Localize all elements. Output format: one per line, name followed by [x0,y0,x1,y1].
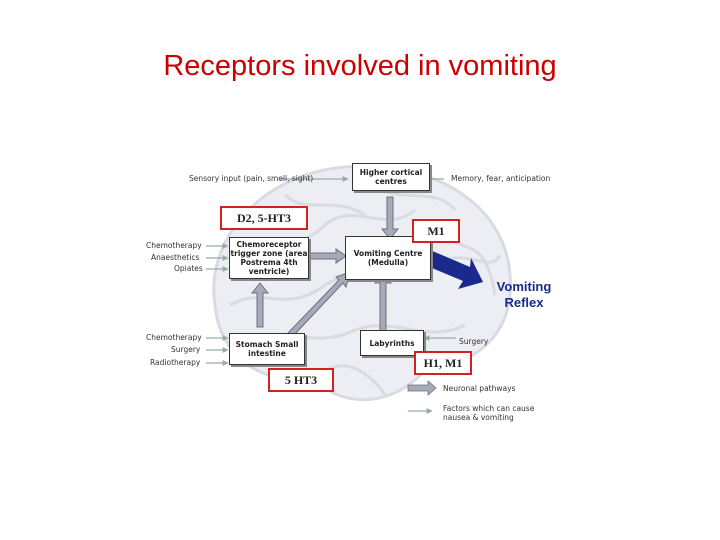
higher-cortical-centres-box: Higher cortical centres [352,163,430,191]
input-opiates: Opiates [174,264,203,273]
receptor-vomiting-centre: M1 [412,219,460,243]
stomach-box: Stomach Small intestine [229,333,305,365]
page-title: Receptors involved in vomiting [0,50,720,83]
receptor-labyrinths: H1, M1 [414,351,472,375]
receptor-ctz: D2, 5-HT3 [220,206,308,230]
receptor-stomach: 5 HT3 [268,368,334,392]
input-anaesthetics: Anaesthetics [151,253,199,262]
vomiting-reflex-label: Vomiting Reflex [484,279,564,311]
chemoreceptor-trigger-zone-box: Chemoreceptor trigger zone (area Postrem… [229,237,309,279]
legend-factors: Factors which can cause nausea & vomitin… [443,404,553,422]
input-surgery-1: Surgery [171,345,200,354]
input-surgery-2: Surgery [459,337,488,346]
input-radiotherapy: Radiotherapy [150,358,200,367]
input-sensory: Sensory input (pain, smell, sight) [189,174,313,183]
input-chemotherapy-2: Chemotherapy [146,333,202,342]
input-memory: Memory, fear, anticipation [451,174,550,183]
input-chemotherapy-1: Chemotherapy [146,241,202,250]
legend-neuronal-pathways: Neuronal pathways [443,384,515,393]
